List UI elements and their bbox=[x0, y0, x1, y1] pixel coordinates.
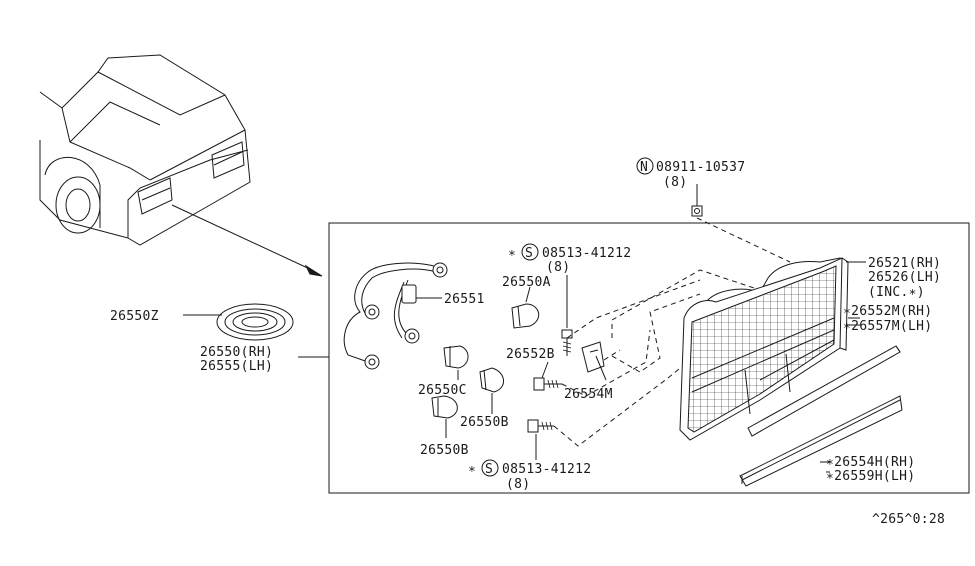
bulb-26550B-right bbox=[479, 367, 504, 414]
clip-26554M bbox=[581, 341, 605, 373]
tail-lamp-assembly bbox=[679, 257, 903, 487]
screw-top-symbol-circle bbox=[521, 243, 539, 261]
nut bbox=[691, 205, 703, 217]
screw-26552B bbox=[533, 377, 562, 391]
label-26550B-left: 26550B bbox=[420, 443, 469, 458]
screw-bottom-symbol: S bbox=[485, 462, 493, 477]
wiring-harness bbox=[343, 262, 448, 370]
assembly-box bbox=[328, 222, 970, 494]
label-26552M-rh: ∗26552M(RH) bbox=[843, 304, 932, 319]
label-26552B: 26552B bbox=[506, 347, 555, 362]
label-26551: 26551 bbox=[444, 292, 485, 307]
label-26550C: 26550C bbox=[418, 383, 467, 398]
label-asterisk-bottom: ∗ bbox=[468, 462, 476, 477]
label-screw-top-qty: (8) bbox=[546, 260, 570, 275]
label-26559H-lh: ∗26559H(LH) bbox=[826, 469, 915, 484]
screw-bottom bbox=[527, 419, 554, 433]
nut-symbol: N bbox=[640, 160, 648, 175]
screw-top-symbol: S bbox=[525, 246, 533, 261]
label-26550-rh: 26550(RH) bbox=[200, 345, 273, 360]
bulb-26550A bbox=[511, 286, 540, 329]
car-rear-illustration bbox=[39, 54, 323, 277]
label-26521-rh: 26521(RH) bbox=[868, 256, 941, 271]
label-26554H-rh: ∗26554H(RH) bbox=[826, 455, 915, 470]
label-nut-part: 08911-10537 bbox=[656, 160, 745, 175]
screw-bottom-symbol-circle bbox=[481, 459, 499, 477]
harness-coil bbox=[183, 303, 294, 341]
label-26550Z: 26550Z bbox=[110, 309, 159, 324]
label-nut-qty: (8) bbox=[663, 175, 687, 190]
label-26555-lh: 26555(LH) bbox=[200, 359, 273, 374]
bulb-26550B-left bbox=[431, 395, 458, 438]
label-inc: (INC.∗) bbox=[868, 285, 925, 300]
screw-top bbox=[561, 329, 573, 356]
nut-symbol-circle bbox=[636, 157, 654, 175]
label-screw-bottom-qty: (8) bbox=[506, 477, 530, 492]
label-26557M-lh: ∗26557M(LH) bbox=[843, 319, 932, 334]
label-26554M: 26554M bbox=[564, 387, 613, 402]
label-asterisk-top: ∗ bbox=[508, 246, 516, 261]
diagram-ref-code: ^265^0:28 bbox=[872, 512, 945, 527]
label-26526-lh: 26526(LH) bbox=[868, 270, 941, 285]
label-screw-bottom-part: 08513-41212 bbox=[502, 462, 591, 477]
label-26550B-right: 26550B bbox=[460, 415, 509, 430]
label-26550A: 26550A bbox=[502, 275, 551, 290]
bulb-26550C bbox=[443, 345, 469, 380]
label-screw-top-part: 08513-41212 bbox=[542, 246, 631, 261]
